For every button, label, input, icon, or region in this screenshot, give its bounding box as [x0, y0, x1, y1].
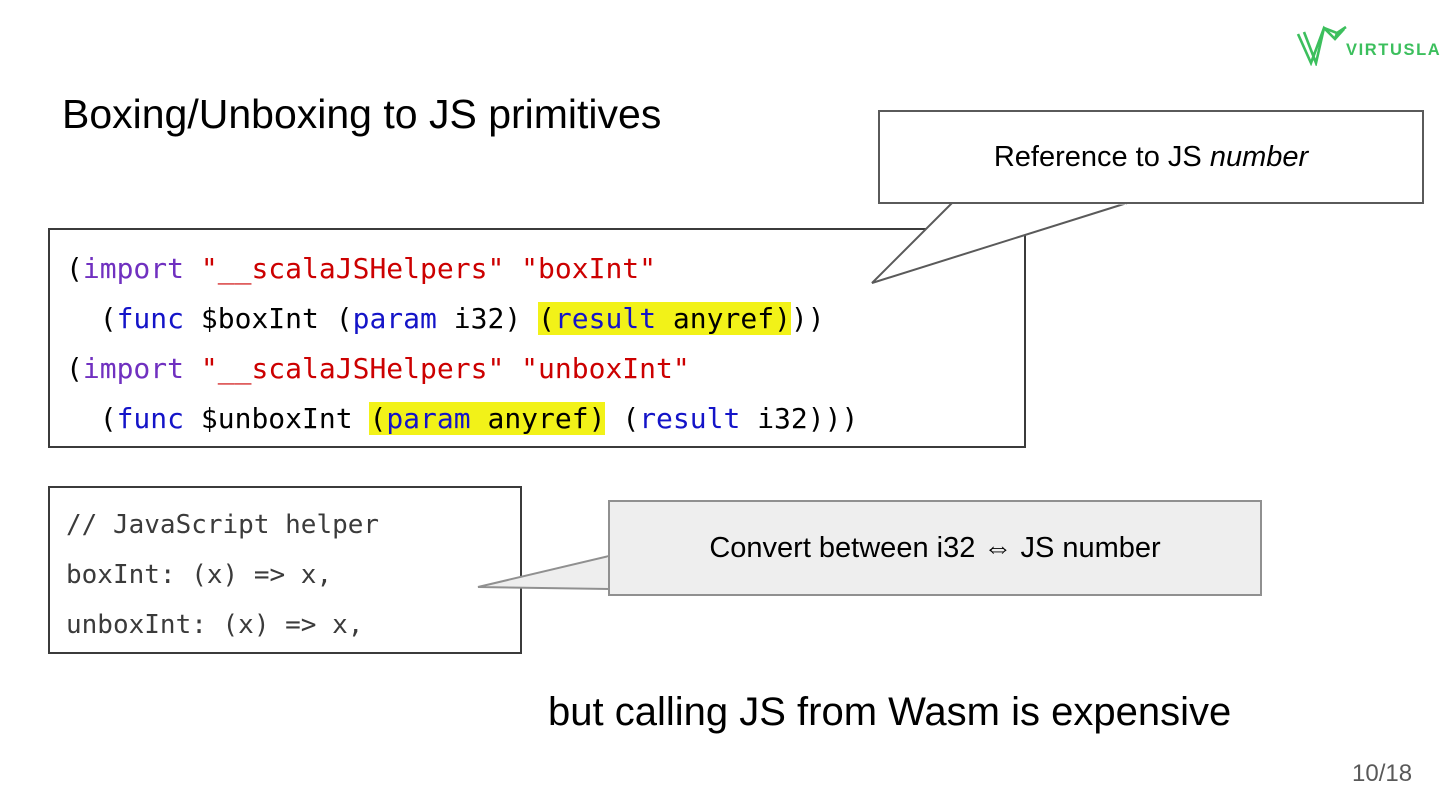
- callout-emphasis-text: number: [1209, 140, 1309, 173]
- callout-convert-between-text: Convert between i32 ⇔ JS number: [709, 531, 1161, 564]
- page-title: Boxing/Unboxing to JS primitives: [62, 91, 662, 137]
- callout-convert-between: Convert between i32 ⇔ JS number: [608, 500, 1262, 596]
- code-line: unboxInt: (x) => x,: [66, 610, 364, 640]
- code-line: (import "__scalaJSHelpers" "boxInt": [66, 252, 657, 285]
- callout-lead-text: Reference to JS: [993, 140, 1210, 173]
- wat-code-block: (import "__scalaJSHelpers" "boxInt" (fun…: [48, 228, 1026, 448]
- callout-reference-to-js-number: Reference to JS number: [878, 110, 1424, 204]
- code-line: (func $unboxInt (param anyref) (result i…: [66, 402, 859, 435]
- page-number: 10/18: [1352, 760, 1413, 787]
- slide-caption: but calling JS from Wasm is expensive: [548, 690, 1232, 734]
- virtuslab-checkmark-icon: [1296, 25, 1347, 66]
- code-line: // JavaScript helper: [66, 510, 380, 540]
- code-line: (func $boxInt (param i32) (result anyref…: [66, 302, 825, 335]
- callout-reference-to-js-number-text: Reference to JS number: [994, 141, 1308, 174]
- js-helper-code-block: // JavaScript helper boxInt: (x) => x, u…: [48, 486, 522, 654]
- code-line: boxInt: (x) => x,: [66, 560, 333, 590]
- code-line: (import "__scalaJSHelpers" "unboxInt": [66, 352, 690, 385]
